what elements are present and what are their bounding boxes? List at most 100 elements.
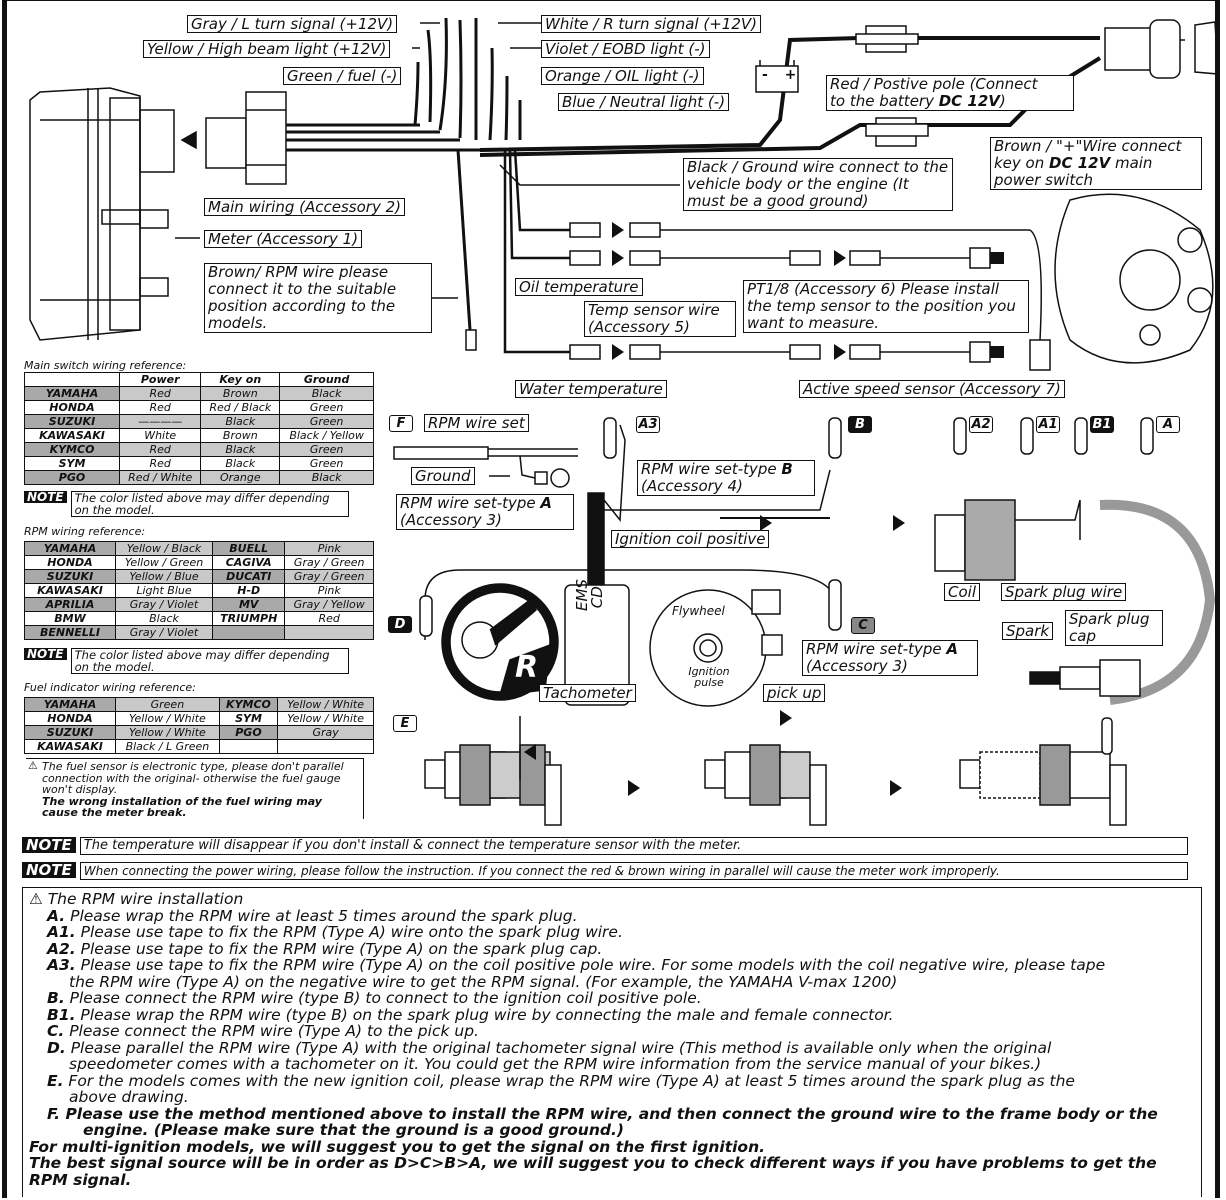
tag-b: B: [848, 416, 872, 433]
cell: [284, 625, 374, 640]
rpm-ref-title: RPM wiring reference:: [24, 525, 146, 538]
wiring-diagram-drawing: [29, 17, 1219, 826]
instruction-item: A1. Please use tape to fix the RPM (Type…: [47, 924, 1195, 941]
meter-illustration: [29, 87, 175, 341]
type-b-accessory: (Accessory 4): [641, 477, 743, 495]
brand: YAMAHA: [24, 697, 116, 712]
red-pole-voltage: DC 12V: [938, 92, 1000, 110]
instruction-text: For the models comes with the new igniti…: [63, 1071, 1075, 1090]
cell: Yellow / Green: [114, 555, 214, 570]
label-pick-up: pick up: [763, 684, 826, 702]
cell: Gray / Yellow: [284, 597, 374, 612]
label-rpm-type-b: RPM wire set-type B (Accessory 4): [637, 460, 815, 496]
battery-illustration: [755, 60, 799, 93]
tach-letter: R: [515, 650, 539, 685]
label-green-fuel: Green / fuel (-): [283, 67, 402, 85]
cell: Orange: [200, 470, 281, 485]
brown-key-line2: key on: [994, 154, 1050, 172]
tag-f: F: [389, 415, 413, 432]
brand: SYM: [218, 711, 279, 726]
type-a-letter-right: A: [946, 640, 958, 658]
label-water-temperature: Water temperature: [515, 380, 667, 398]
brown-key-voltage: DC 12V: [1049, 154, 1111, 172]
cell: Yellow / Blue: [114, 569, 214, 584]
label-spark: Spark: [1002, 622, 1054, 640]
brand: H-D: [212, 583, 286, 598]
brand: KAWASAKI: [24, 739, 116, 754]
cell: Gray / Green: [284, 569, 374, 584]
brand: SUZUKI: [24, 725, 116, 740]
cell: Red / Black: [200, 400, 281, 415]
brand: KYMCO: [24, 442, 120, 457]
label-rpm-type-a-right: RPM wire set-type A (Accessory 3): [802, 640, 978, 676]
tag-b1: B1: [1090, 416, 1114, 433]
instruction-item: E. For the models comes with the new ign…: [47, 1071, 1195, 1106]
cell: Black: [200, 456, 281, 471]
instruction-item: D. Please parallel the RPM wire (Type A)…: [47, 1038, 1195, 1073]
label-yellow-high-beam: Yellow / High beam light (+12V): [143, 40, 391, 58]
red-pole-line2: to the battery: [830, 92, 939, 110]
flywheel-label: Flywheel: [672, 604, 725, 618]
cell: White: [118, 428, 202, 443]
label-orange-oil: Orange / OIL light (-): [541, 67, 704, 85]
instruction-f: F. Please use the method mentioned above…: [47, 1105, 1195, 1139]
cell: Gray / Violet: [114, 597, 214, 612]
spark-plug-illustration: [1029, 659, 1141, 697]
instruction-text: Please wrap the RPM wire (type B) on the…: [75, 1005, 894, 1024]
cell: Gray / Violet: [114, 625, 214, 640]
cell: Yellow / White: [115, 711, 220, 726]
cell: Red / White: [118, 470, 202, 485]
instruction-key: A2.: [47, 939, 76, 958]
instruction-text: Please parallel the RPM wire (Type A) wi…: [65, 1038, 1052, 1057]
instruction-key: A1.: [47, 923, 76, 941]
tag-a1: A1: [1036, 416, 1060, 433]
instruction-text: Please use tape to fix the RPM wire (Typ…: [75, 956, 1106, 974]
cell: Light Blue: [114, 583, 214, 598]
cell: Black / Yellow: [279, 428, 374, 443]
brand: BENNELLI: [24, 625, 116, 640]
label-blue-neutral: Blue / Neutral light (-): [558, 93, 730, 111]
instruction-text: Please use tape to fix the RPM wire (Typ…: [75, 939, 603, 958]
cell: Black: [279, 386, 374, 401]
brand: DUCATI: [212, 569, 286, 584]
brand: KAWASAKI: [24, 583, 116, 598]
label-white-turn-signal: White / R turn signal (+12V): [541, 15, 761, 33]
brand: HONDA: [24, 400, 120, 415]
label-violet-eobd: Violet / EOBD light (-): [541, 40, 710, 58]
instructions-title-text: The RPM wire installation: [47, 890, 244, 908]
instruction-text: Please connect the RPM wire (type B) to …: [64, 989, 702, 1007]
cell: Green: [279, 456, 374, 471]
cell: Gray / Green: [284, 555, 374, 570]
label-brown-rpm: Brown/ RPM wire please connect it to the…: [204, 263, 432, 333]
instruction-key: B.: [47, 989, 65, 1007]
brand: CAGIVA: [212, 555, 286, 570]
instruction-continuation: speedometer comes with a tachometer on i…: [69, 1055, 1042, 1073]
cell: ————: [118, 414, 202, 429]
main-connector: [205, 91, 287, 185]
brand: SUZUKI: [24, 414, 120, 429]
tag-a: A: [1156, 416, 1180, 433]
rpm-installation-instructions: ⚠ The RPM wire installation A. Please wr…: [22, 887, 1202, 1197]
instruction-key: D.: [47, 1038, 66, 1057]
type-a-letter: A: [540, 494, 552, 512]
type-a-text-right: RPM wire set-type: [806, 640, 947, 658]
tachometer-illustration: [441, 583, 559, 701]
label-rpm-type-a-left: RPM wire set-type A (Accessory 3): [396, 494, 574, 530]
brand: KYMCO: [218, 697, 279, 712]
instruction-item: A3. Please use tape to fix the RPM wire …: [47, 957, 1195, 990]
label-active-speed-sensor: Active speed sensor (Accessory 7): [799, 380, 1065, 398]
label-ground: Ground: [411, 467, 475, 485]
label-spark-plug-wire: Spark plug wire: [1001, 583, 1127, 601]
